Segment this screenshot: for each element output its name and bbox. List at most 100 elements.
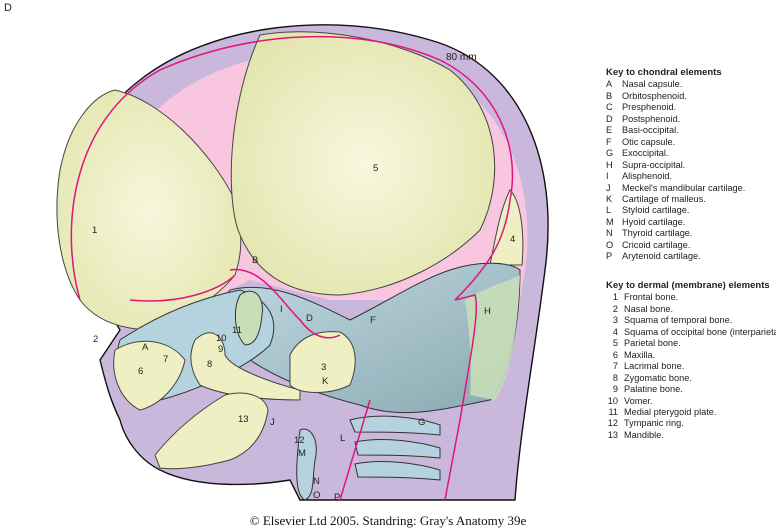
key-label: Orbitosphenoid. <box>622 90 687 101</box>
key-item: 2 Nasal bone. <box>606 304 776 315</box>
maxilla <box>113 340 186 411</box>
key-label: Presphenoid. <box>622 102 677 113</box>
label-7: 7 <box>163 354 168 365</box>
key-label: Arytenoid cartilage. <box>622 251 701 262</box>
key-code: I <box>606 171 609 182</box>
key-label: Postsphenoid. <box>622 113 681 124</box>
key-label: Alisphenoid. <box>622 171 673 182</box>
key-code: G <box>606 148 614 159</box>
key-label: Tympanic ring. <box>624 418 684 429</box>
key-code: F <box>606 136 612 147</box>
key-code: 5 <box>612 338 618 349</box>
mandible <box>154 392 269 470</box>
key-code: 3 <box>612 315 618 326</box>
label-B: B <box>252 255 258 266</box>
key-label: Squama of temporal bone. <box>624 315 733 326</box>
key-label: Cricoid cartilage. <box>622 239 691 250</box>
zygomatic-bone <box>190 332 301 401</box>
key-label: Maxilla. <box>624 349 656 360</box>
key-label: Styloid cartilage. <box>622 205 690 216</box>
key-item: 11 Medial pterygoid plate. <box>606 407 776 418</box>
key-label: Thyroid cartilage. <box>622 228 693 239</box>
sagittal-line <box>70 35 514 501</box>
alisphenoid <box>234 290 263 346</box>
key-label: Mandible. <box>624 429 664 440</box>
label-8: 8 <box>207 359 212 370</box>
label-11: 11 <box>232 325 242 336</box>
label-1: 1 <box>92 225 97 236</box>
key-code: E <box>606 125 613 136</box>
scale-label: 80 mm <box>446 52 477 63</box>
key-code: M <box>606 216 614 227</box>
key-item: A Nasal capsule. <box>606 79 745 90</box>
key-item: I Alisphenoid. <box>606 171 745 182</box>
key-code: H <box>606 159 613 170</box>
label-3: 3 <box>321 362 326 373</box>
key-item: L Styloid cartilage. <box>606 205 745 216</box>
copyright-caption: © Elsevier Ltd 2005. Standring: Gray's A… <box>249 513 527 528</box>
parietal-bone <box>230 31 496 296</box>
key-label: Medial pterygoid plate. <box>624 406 717 417</box>
key-item: N Thyroid cartilage. <box>606 228 745 239</box>
key-code: N <box>606 228 613 239</box>
label-K: K <box>322 376 329 387</box>
key-label: Nasal bone. <box>624 303 674 314</box>
key-code: 11 <box>608 406 618 417</box>
key-code: 1 <box>612 292 618 303</box>
label-9: 9 <box>218 344 223 355</box>
key-code: 13 <box>607 429 618 440</box>
key-item: 13 Mandible. <box>606 430 776 441</box>
hyoid-larynx <box>296 428 317 501</box>
key-label: Meckel's mandibular cartilage. <box>622 182 746 193</box>
label-P: P <box>334 492 340 503</box>
chondral-key-title: Key to chondral elements <box>606 67 722 78</box>
label-4: 4 <box>510 234 515 245</box>
label-13: 13 <box>238 414 249 425</box>
label-G: G <box>418 417 425 428</box>
key-label: Nasal capsule. <box>622 79 683 90</box>
key-code: 12 <box>607 418 618 429</box>
key-item: D Postsphenoid. <box>606 114 745 125</box>
key-label: Zygomatic bone. <box>624 372 692 383</box>
key-code: L <box>606 205 612 216</box>
key-code: 8 <box>612 372 618 383</box>
key-label: Hyoid cartilage. <box>622 216 686 227</box>
key-code: D <box>606 113 613 124</box>
key-code: 4 <box>612 326 618 337</box>
label-2: 2 <box>93 334 98 345</box>
key-item: 1 Frontal bone. <box>606 292 776 303</box>
key-item: M Hyoid cartilage. <box>606 217 745 228</box>
key-label: Lacrimal bone. <box>624 361 685 372</box>
label-M: M <box>298 448 306 459</box>
key-item: 3 Squama of temporal bone. <box>606 315 776 326</box>
key-label: Supra-occipital. <box>622 159 686 170</box>
label-F: F <box>370 315 376 326</box>
label-O: O <box>313 490 320 501</box>
label-D: D <box>306 313 313 324</box>
key-label: Frontal bone. <box>624 292 679 303</box>
key-code: 2 <box>612 303 618 314</box>
label-N: N <box>313 476 320 487</box>
key-code: O <box>606 239 614 250</box>
key-item: O Cricoid cartilage. <box>606 240 745 251</box>
panel-letter: D <box>4 2 12 14</box>
key-item: 12 Tympanic ring. <box>606 418 776 429</box>
key-code: 9 <box>612 384 618 395</box>
key-code: C <box>606 102 613 113</box>
key-item: C Presphenoid. <box>606 102 745 113</box>
key-code: A <box>606 79 613 90</box>
chondral-key: Key to chondral elements A Nasal capsule.… <box>606 67 745 263</box>
label-I: I <box>280 304 283 315</box>
